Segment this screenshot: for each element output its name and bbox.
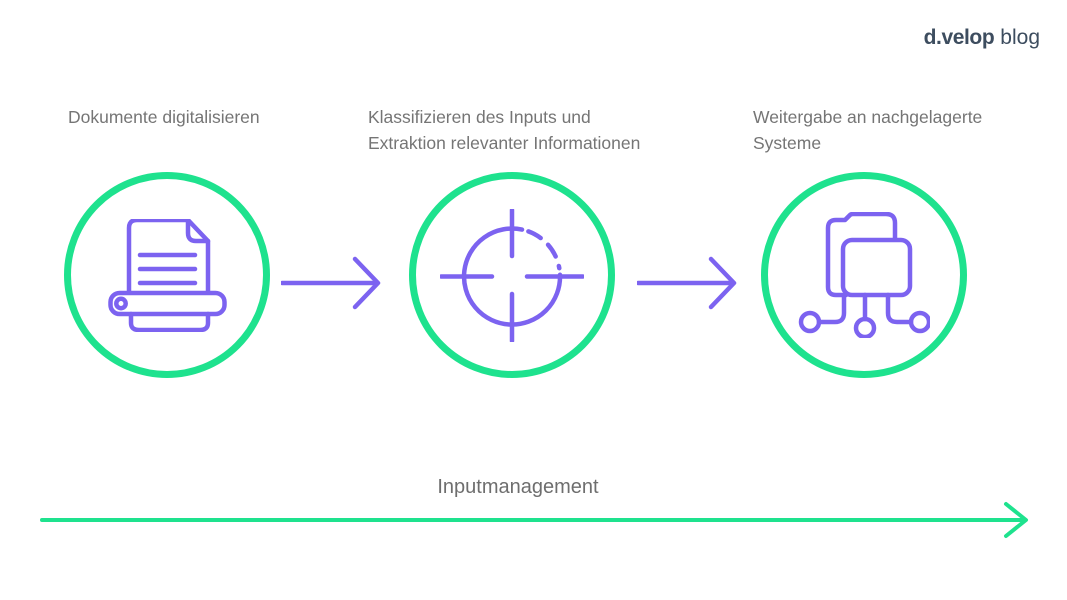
arrow-head [352,256,381,310]
connector-left [816,292,847,325]
step-3-label: Weitergabe an nachgelagerte Systeme [753,107,983,153]
document-scanner-icon [107,218,227,332]
node-left [798,310,822,334]
target-ring-dashed [526,228,562,270]
step-3-circle [761,172,967,378]
step-1-label: Dokumente digitalisieren [68,107,260,127]
timeline-label: Inputmanagement [437,476,599,498]
timeline-arrow-icon [40,502,1028,538]
front-folder [840,237,913,298]
document-fold-corner [185,218,210,243]
folder-distribution-icon [798,212,930,338]
scanner-indicator-dot [113,296,128,310]
brand-logo-text: d.velop [923,26,995,49]
flow-arrow-1-icon [281,256,381,310]
step-2-circle [409,172,615,378]
step-1-circle [64,172,270,378]
node-right [908,310,930,334]
arrow-head [708,256,737,310]
timeline-arrow-head [1004,502,1028,538]
brand-logo-suffix: blog [1000,26,1040,49]
classification-target-icon [440,208,584,342]
node-middle [853,316,877,338]
flow-arrow-2-icon [637,256,737,310]
step-2-label: Klassifizieren des Inputs und Extraktion… [368,107,641,153]
connector-right [885,292,914,325]
back-folder [825,212,898,298]
target-ring-solid [461,225,563,327]
document-outline [126,218,210,295]
scanner-output-tray [128,311,210,332]
scanner-slot [107,290,227,316]
